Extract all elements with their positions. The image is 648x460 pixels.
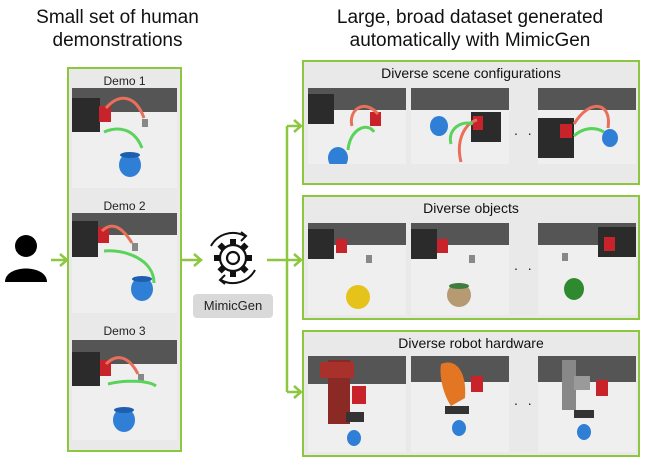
scene-thumb-3 [538, 88, 636, 164]
arrow-to-demos [51, 253, 69, 267]
arrow-to-panels [267, 119, 303, 399]
scene-thumb-2 [411, 88, 509, 164]
scene-thumb-1 [308, 88, 406, 164]
robot-thumb-3 [538, 356, 636, 452]
object-thumb-3 [538, 223, 636, 315]
panel-diverse-objects: Diverse objects . . . [302, 195, 640, 320]
demos-panel: Demo 1 Demo 2 Demo 3 [67, 67, 182, 452]
demo-1: Demo 1 [72, 72, 177, 188]
demo-label: Demo 3 [103, 324, 146, 338]
arrow-to-mimicgen [182, 253, 203, 267]
panel-title: Diverse robot hardware [398, 335, 544, 351]
demo-2: Demo 2 [72, 197, 177, 313]
left-heading: Small set of human demonstrations [36, 7, 199, 51]
gear-icon [210, 231, 256, 285]
panel-title: Diverse scene configurations [381, 65, 561, 81]
robot-thumb-2 [411, 356, 509, 452]
demo-label: Demo 1 [103, 74, 146, 88]
ellipsis: . . . [514, 122, 549, 138]
object-thumb-2 [411, 223, 509, 315]
panel-title: Diverse objects [423, 200, 519, 216]
robot-thumb-1 [308, 356, 406, 452]
demo-3: Demo 3 [72, 322, 177, 444]
demo-label: Demo 2 [103, 199, 146, 213]
panel-scene-configurations: Diverse scene configurations . . . [302, 60, 640, 185]
ellipsis: . . . [514, 257, 549, 273]
person-icon [5, 235, 47, 282]
demo-3-scene [72, 340, 177, 440]
object-thumb-1 [308, 223, 406, 315]
demo-1-scene [72, 88, 177, 188]
right-heading: Large, broad dataset generated automatic… [336, 7, 604, 51]
mimicgen-label: MimicGen [193, 294, 273, 318]
panel-robot-hardware: Diverse robot hardware . . . [302, 330, 640, 457]
ellipsis: . . . [514, 392, 549, 408]
demo-2-scene [72, 213, 177, 313]
